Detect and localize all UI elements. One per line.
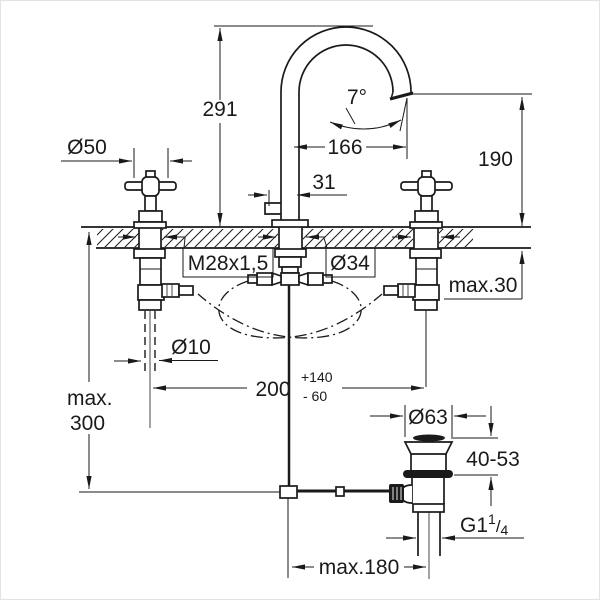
mounting-deck (81, 226, 531, 249)
drain-gasket-flange (403, 470, 453, 478)
dim-o50-label: Ø50 (67, 136, 107, 159)
dim-166-label: 166 (327, 136, 362, 159)
dim-o63-label: Ø63 (408, 406, 448, 429)
dim-waste-height-range: 40-53 (451, 406, 520, 506)
dim-lever-reach: max.180 (292, 556, 426, 579)
dim-31-label: 31 (312, 171, 335, 194)
dim-spout-offset: 31 (248, 171, 347, 206)
dim-291-label: 291 (202, 98, 237, 121)
dim-spout-height: 291 (202, 25, 373, 226)
deck-hatching (97, 229, 139, 247)
dim-200-label: 200 (255, 378, 290, 401)
dim-g114-label: G11/4 (460, 511, 509, 538)
dim-max300-value: 300 (70, 412, 105, 435)
dim-spout-angle: 7° (329, 86, 408, 159)
drain-rim (403, 441, 454, 455)
dim-outlet-height: 190 (412, 93, 532, 226)
dim-spout-reach: 166 (294, 136, 406, 159)
drain-plug-cap (413, 434, 445, 442)
dim-pipe-diameter: Ø10 (114, 336, 218, 364)
drain-assembly (389, 434, 454, 579)
right-valve-assembly (383, 170, 453, 387)
left-valve-assembly (124, 170, 194, 428)
right-cross-handle-hub (417, 176, 436, 197)
dim-waste-flange: Ø63 (370, 405, 486, 437)
left-cross-handle-hub (141, 176, 160, 197)
spout-base-hook (264, 202, 281, 215)
dim-200-tolerance-minus: - 60 (303, 388, 327, 404)
pop-up-linkage (79, 485, 389, 578)
spout-assembly (247, 26, 414, 487)
lever-knob (389, 484, 404, 503)
dim-7deg-label: 7° (347, 86, 367, 109)
dim-o10-label: Ø10 (171, 336, 211, 359)
spout-outlet-face (389, 91, 414, 101)
dim-200-tolerance-plus: +140 (301, 369, 333, 385)
dim-max30-label: max.30 (449, 274, 518, 297)
dim-max180-label: max.180 (319, 556, 400, 579)
dim-deck-thickness: max.30 (444, 251, 525, 300)
spout-base-flange (271, 219, 309, 228)
tee-fitting (280, 272, 300, 286)
dim-max300-word: max. (67, 387, 113, 410)
dim-waste-thread: G11/4 (386, 511, 524, 541)
label-hole-o34: Ø34 (330, 252, 370, 275)
flexible-connection-hoses (197, 280, 383, 339)
deck-hole-dimensions: M28x1,5 Ø34 (118, 234, 460, 278)
rod-joint (279, 485, 298, 499)
label-thread-m28: M28x1,5 (188, 252, 269, 275)
dim-hole-spacing: 200 +140 - 60 (153, 369, 424, 404)
dim-4053-label: 40-53 (466, 448, 520, 471)
dim-handle-diameter: Ø50 (61, 136, 192, 178)
dim-190-label: 190 (478, 148, 513, 171)
dim-supply-length: max. 300 (67, 232, 113, 489)
